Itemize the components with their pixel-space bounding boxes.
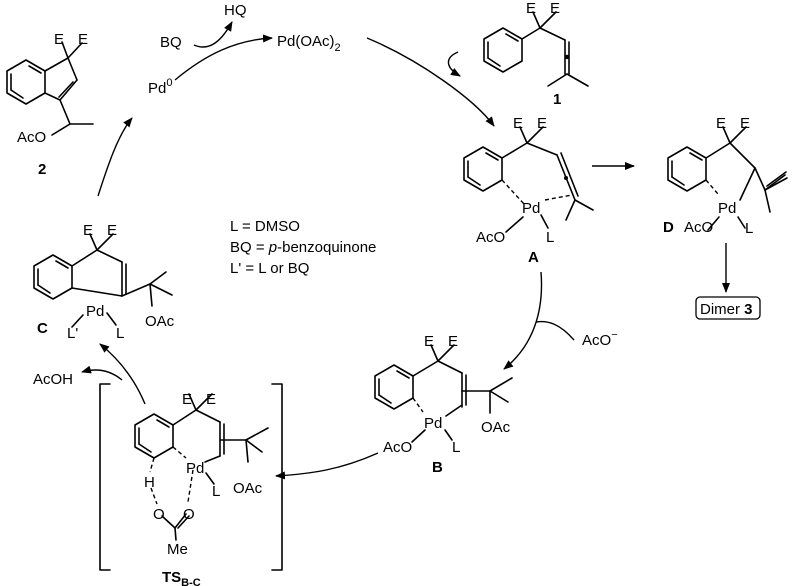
intermediate-C: E E Pd L' L OAc C: [33, 222, 175, 342]
atom-E: E: [206, 391, 216, 408]
atom-E: E: [182, 391, 192, 408]
arrow-B-to-TS: [275, 452, 379, 480]
atom-E: E: [513, 115, 523, 132]
atom-Me: Me: [167, 541, 188, 558]
legend-line-3: L' = L or BQ: [230, 260, 309, 277]
arrow-pd-to-A: [366, 37, 495, 127]
cycle-arrows: [81, 21, 730, 480]
compound-2: E E AcO 2: [6, 31, 94, 178]
atom-Pd: Pd: [86, 303, 104, 320]
atom-H: H: [144, 474, 155, 491]
arrow-substrate-in: [447, 51, 461, 77]
atom-Pd: Pd: [424, 415, 442, 432]
arrow-TS-to-C: [99, 343, 146, 405]
atom-E: E: [107, 222, 117, 239]
compound-label-C: C: [37, 320, 48, 337]
reagent-pd-oac2: Pd(OAc)2: [277, 33, 341, 54]
reagent-acoh: AcOH: [33, 371, 73, 388]
reagent-bq: BQ: [160, 34, 182, 51]
atom-L: L: [546, 229, 554, 246]
atom-E: E: [54, 31, 64, 48]
legend-line-1: L = DMSO: [230, 218, 300, 235]
atom-OAc: OAc: [481, 419, 511, 436]
ts-label: TSB-C: [162, 569, 201, 586]
atom-E: E: [83, 222, 93, 239]
reagent-hq: HQ: [224, 2, 247, 19]
compound-label-1: 1: [553, 91, 561, 108]
compound-label-A: A: [528, 249, 539, 266]
atom-E: E: [78, 31, 88, 48]
atom-O: O: [153, 506, 165, 523]
atom-L-prime: L': [67, 325, 78, 342]
intermediate-A: E E Pd AcO L A: [463, 115, 594, 266]
arrow-aco-in: [535, 320, 575, 341]
atom-L: L: [212, 483, 220, 500]
atom-E: E: [550, 0, 560, 17]
dimer-label: Dimer 3: [700, 301, 753, 318]
atom-AcO: AcO: [476, 229, 505, 246]
arrow-bq-to-hq: [193, 21, 233, 48]
intermediate-B: E E Pd AcO L OAc B: [374, 333, 513, 476]
arrow-C-to-pd0: [97, 117, 133, 197]
atom-AcO: AcO: [17, 129, 46, 146]
atom-E: E: [537, 115, 547, 132]
legend-line-2: BQ = p-benzoquinone: [230, 239, 376, 256]
arrow-acoh-out: [81, 365, 123, 381]
atom-L: L: [452, 439, 460, 456]
atom-L: L: [745, 220, 753, 237]
atom-Pd: Pd: [718, 200, 736, 217]
compound-label-2: 2: [38, 161, 46, 178]
atom-E: E: [526, 0, 536, 17]
arrow-A-to-B: [503, 271, 543, 370]
atom-E: E: [448, 333, 458, 350]
atom-AcO: AcO: [684, 219, 713, 236]
reagents-top: HQ BQ Pd(OAc)2 Pd0: [148, 2, 341, 97]
atom-AcO: AcO: [383, 439, 412, 456]
intermediate-D: E E Pd AcO L D: [663, 115, 788, 237]
legend: L = DMSO BQ = p-benzoquinone L' = L or B…: [230, 218, 376, 277]
atom-E: E: [716, 115, 726, 132]
atom-Pd: Pd: [186, 460, 204, 477]
atom-OAc: OAc: [233, 480, 263, 497]
atom-E: E: [424, 333, 434, 350]
atom-E: E: [740, 115, 750, 132]
compound-1: E E 1: [483, 0, 589, 108]
side-reagents: AcO− AcOH: [33, 329, 618, 388]
atom-O: O: [183, 506, 195, 523]
compound-label-D: D: [663, 219, 674, 236]
atom-L: L: [116, 325, 124, 342]
reagent-pd0: Pd0: [148, 77, 172, 97]
atom-Pd: Pd: [522, 200, 540, 217]
dimer-3-box: Dimer 3: [695, 296, 761, 320]
reagent-aco-minus: AcO−: [582, 329, 618, 349]
transition-state: E E Pd H L OAc O O Me TSB-C: [99, 383, 283, 586]
atom-OAc: OAc: [145, 313, 175, 330]
arrow-pd0-to-pdoac2: [174, 34, 273, 81]
compound-label-B: B: [432, 459, 443, 476]
